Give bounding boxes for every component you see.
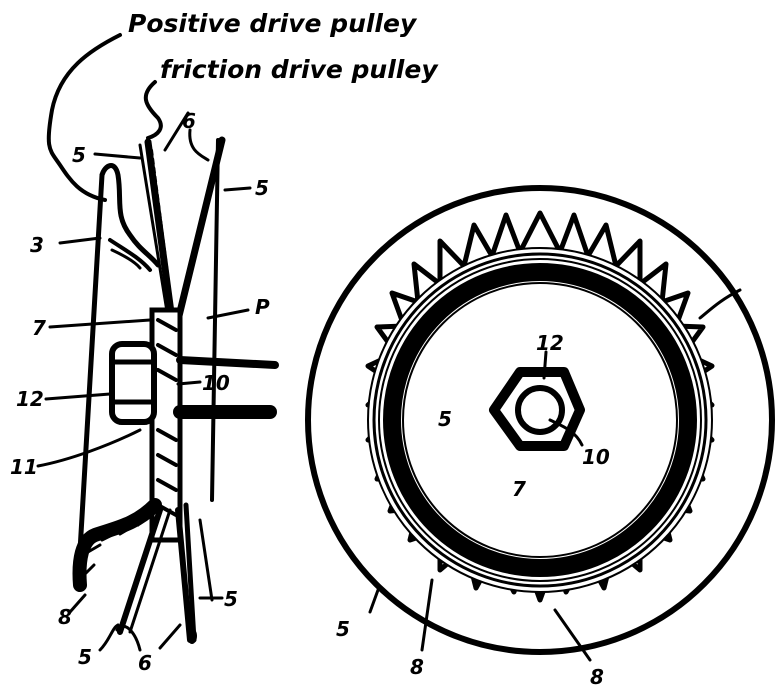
sprocket-teeth <box>365 210 715 603</box>
label-8-right: 8 <box>590 665 604 689</box>
label-p: P <box>255 295 270 319</box>
caption-friction-drive-pulley: friction drive pulley <box>160 55 439 84</box>
front-view: 12 10 5 7 5 8 8 <box>305 185 775 689</box>
label-12-front: 12 <box>536 331 564 355</box>
label-5-front: 5 <box>438 407 452 431</box>
leader-positive <box>46 33 122 202</box>
label-3: 3 <box>30 233 44 257</box>
label-11: 11 <box>10 455 38 479</box>
side-view: 5 6 5 3 7 P 12 10 11 8 5 5 6 <box>10 109 279 675</box>
label-7-front: 7 <box>512 477 526 501</box>
label-5-bottom-right: 5 <box>224 587 238 611</box>
label-5-top: 5 <box>72 143 86 167</box>
leader-friction <box>143 80 163 140</box>
label-5-outer: 5 <box>336 617 350 641</box>
label-6-top: 6 <box>182 109 196 133</box>
label-5-right: 5 <box>255 176 269 200</box>
caption-positive-drive-pulley: Positive drive pulley <box>128 9 418 38</box>
label-8: 8 <box>58 605 72 629</box>
label-10-front: 10 <box>582 445 610 469</box>
label-12: 12 <box>16 387 44 411</box>
hex-nut <box>489 367 585 451</box>
label-10: 10 <box>202 371 230 395</box>
label-6-bottom: 6 <box>138 651 152 675</box>
label-5-bottom-left: 5 <box>78 645 92 669</box>
label-7: 7 <box>32 316 46 340</box>
label-8-left: 8 <box>410 655 424 679</box>
